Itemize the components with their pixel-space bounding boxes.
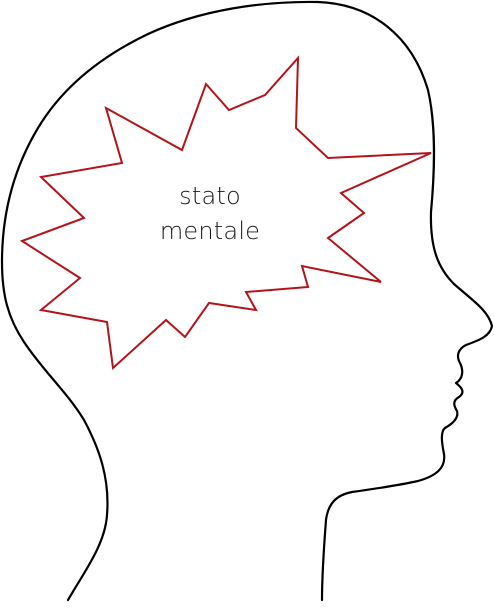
burst-label: stato mentale xyxy=(140,179,280,249)
burst-label-line-1: stato xyxy=(140,179,280,214)
burst-label-line-2: mentale xyxy=(140,214,280,249)
